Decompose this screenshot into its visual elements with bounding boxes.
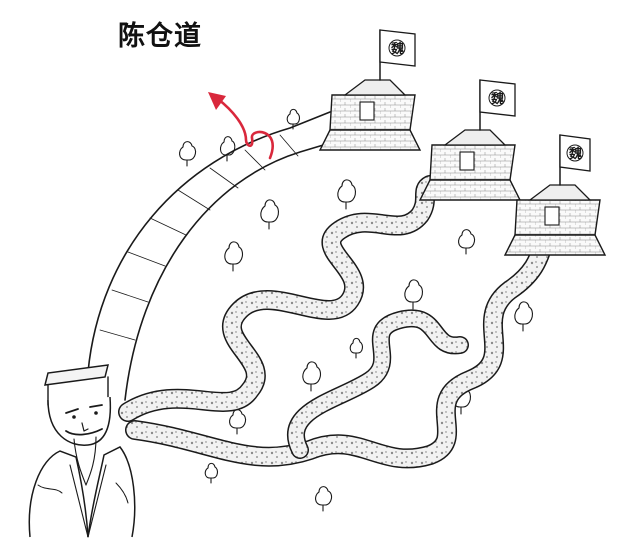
page-title: 陈仓道: [118, 21, 202, 52]
flag-2: [479, 79, 516, 117]
flag-1: [379, 29, 416, 67]
hat: [44, 364, 109, 386]
main-road: [87, 111, 341, 401]
winding-path: [118, 175, 555, 469]
arrow-head-icon: [208, 92, 226, 110]
face: [47, 396, 112, 446]
fortress-3: 魏: [503, 134, 607, 256]
flag-2-text: 魏: [490, 91, 504, 107]
flag-3-text: 魏: [568, 146, 582, 162]
figure-illustration: [28, 364, 136, 538]
fortress-2: 魏: [418, 79, 522, 201]
fortress-1: 魏: [318, 29, 422, 151]
trees: [179, 108, 534, 512]
red-arrow: [208, 92, 274, 160]
flag-3: [559, 134, 591, 172]
flag-1-text: 魏: [390, 41, 404, 57]
